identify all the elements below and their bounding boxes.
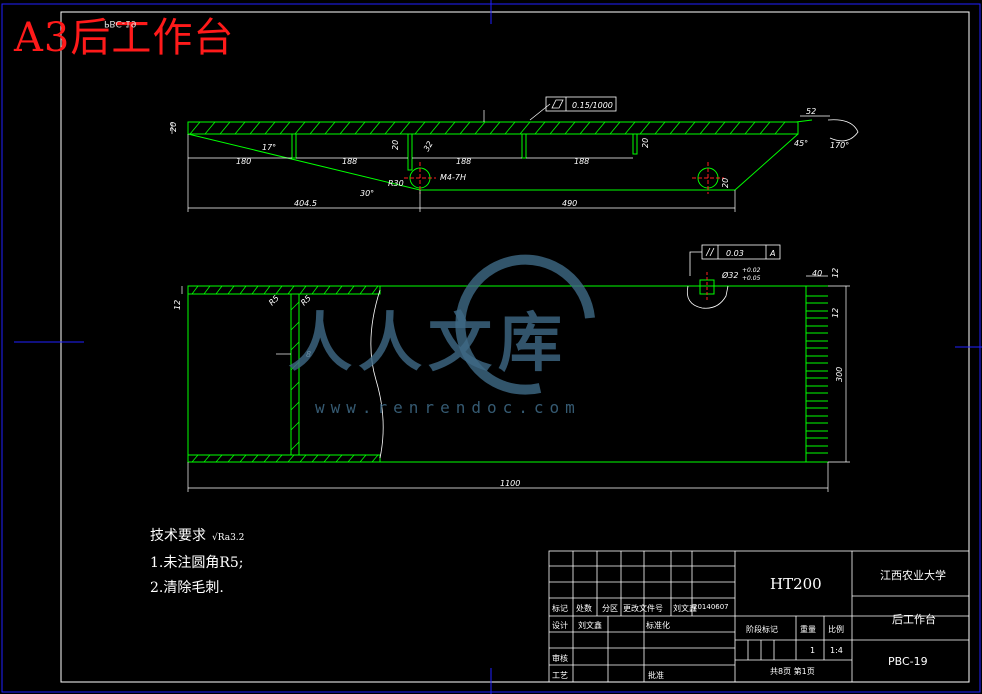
title-block-grid	[548, 550, 970, 683]
header-date: 20140607	[693, 603, 729, 611]
process-label: 工艺	[552, 671, 568, 680]
dim-label: R5	[267, 294, 281, 308]
dim-label: 8	[306, 350, 311, 359]
dim-label: M4-7H	[440, 173, 466, 182]
design-label: 设计	[552, 621, 568, 630]
dim-label: 188	[456, 157, 471, 166]
dim-label: 404.5	[294, 199, 317, 208]
header-mark: 标记	[552, 604, 568, 613]
dim-label: 40	[812, 269, 822, 278]
dim-label: 490	[562, 199, 577, 208]
dim-label: 20	[391, 140, 400, 150]
dim-label: 170°	[830, 141, 849, 150]
dim-label: 45°	[794, 139, 808, 148]
watermark-url: www.renrendoc.com	[315, 398, 581, 417]
tolerance-value: 0.03	[726, 249, 744, 258]
dim-label: 20	[641, 138, 650, 148]
drawing-title: A3后工作台	[14, 15, 235, 61]
dim-label: 30°	[360, 189, 374, 198]
dim-label: 12	[173, 300, 182, 310]
dim-label: 180	[236, 157, 251, 166]
bore-tol-upper: +0.02	[742, 267, 761, 274]
front-view	[181, 244, 850, 492]
dim-label: 17°	[262, 143, 276, 152]
dim-label: 12	[831, 268, 840, 278]
weight-label: 重量	[800, 625, 816, 634]
scale-value: 1:4	[830, 646, 843, 655]
mirrored-drawing-number: PBC-19	[104, 18, 137, 28]
dim-label: 300	[835, 367, 844, 382]
dim-label: 32	[422, 140, 435, 153]
dim-label: 12	[831, 308, 840, 318]
watermark-brand: 人人文库	[288, 307, 568, 381]
drawing-number: PBC-19	[888, 655, 928, 668]
dim-label: 188	[574, 157, 589, 166]
university-name: 江西农业大学	[880, 569, 946, 582]
designer-name: 刘文鑫	[578, 621, 602, 630]
standard-label: 标准化	[646, 621, 670, 630]
review-label: 审核	[552, 654, 568, 663]
tech-item: 1.未注圆角R5;	[150, 555, 244, 571]
watermark-logo-icon	[455, 254, 595, 395]
dim-label: 1100	[500, 479, 520, 488]
header-change-doc: 更改文件号	[623, 604, 663, 613]
dim-label: 52	[806, 107, 816, 116]
header-zone: 分区	[602, 604, 618, 613]
technical-requirements: 技术要求 √Ra3.2 1.未注圆角R5; 2.清除毛刺.	[150, 524, 244, 601]
header-count: 处数	[576, 604, 592, 613]
bore-dim: Ø32	[721, 270, 738, 280]
header-signer: 刘文鑫	[673, 604, 697, 613]
top-view-labels: 0.15/1000 180 188 188 188 404.5 490 52 1…	[169, 101, 849, 208]
material: HT200	[770, 575, 822, 593]
dim-label: 188	[342, 157, 357, 166]
top-view	[171, 96, 859, 212]
part-name: 后工作台	[892, 613, 936, 626]
approve-label: 批准	[648, 671, 664, 680]
quantity-value: 1	[810, 646, 816, 655]
bore-tol-lower: +0.05	[742, 275, 761, 282]
scale-label: 比例	[828, 625, 844, 634]
stage-mark-label: 阶段标记	[746, 625, 778, 634]
sheet-info: 共8页 第1页	[770, 667, 815, 676]
dim-label: 20	[721, 178, 730, 188]
tech-item: 2.清除毛刺.	[150, 580, 224, 596]
datum-label: A	[769, 249, 775, 258]
front-view-labels: 0.03 A Ø32 +0.02 +0.05 1100 40 8 R5 R5 3…	[173, 249, 844, 488]
tech-title: 技术要求	[150, 528, 206, 544]
dim-label: 0.15/1000	[572, 101, 613, 110]
dim-label: 20	[169, 122, 178, 132]
dim-label: R30	[388, 179, 404, 188]
roughness-symbol: √Ra3.2	[212, 533, 245, 543]
